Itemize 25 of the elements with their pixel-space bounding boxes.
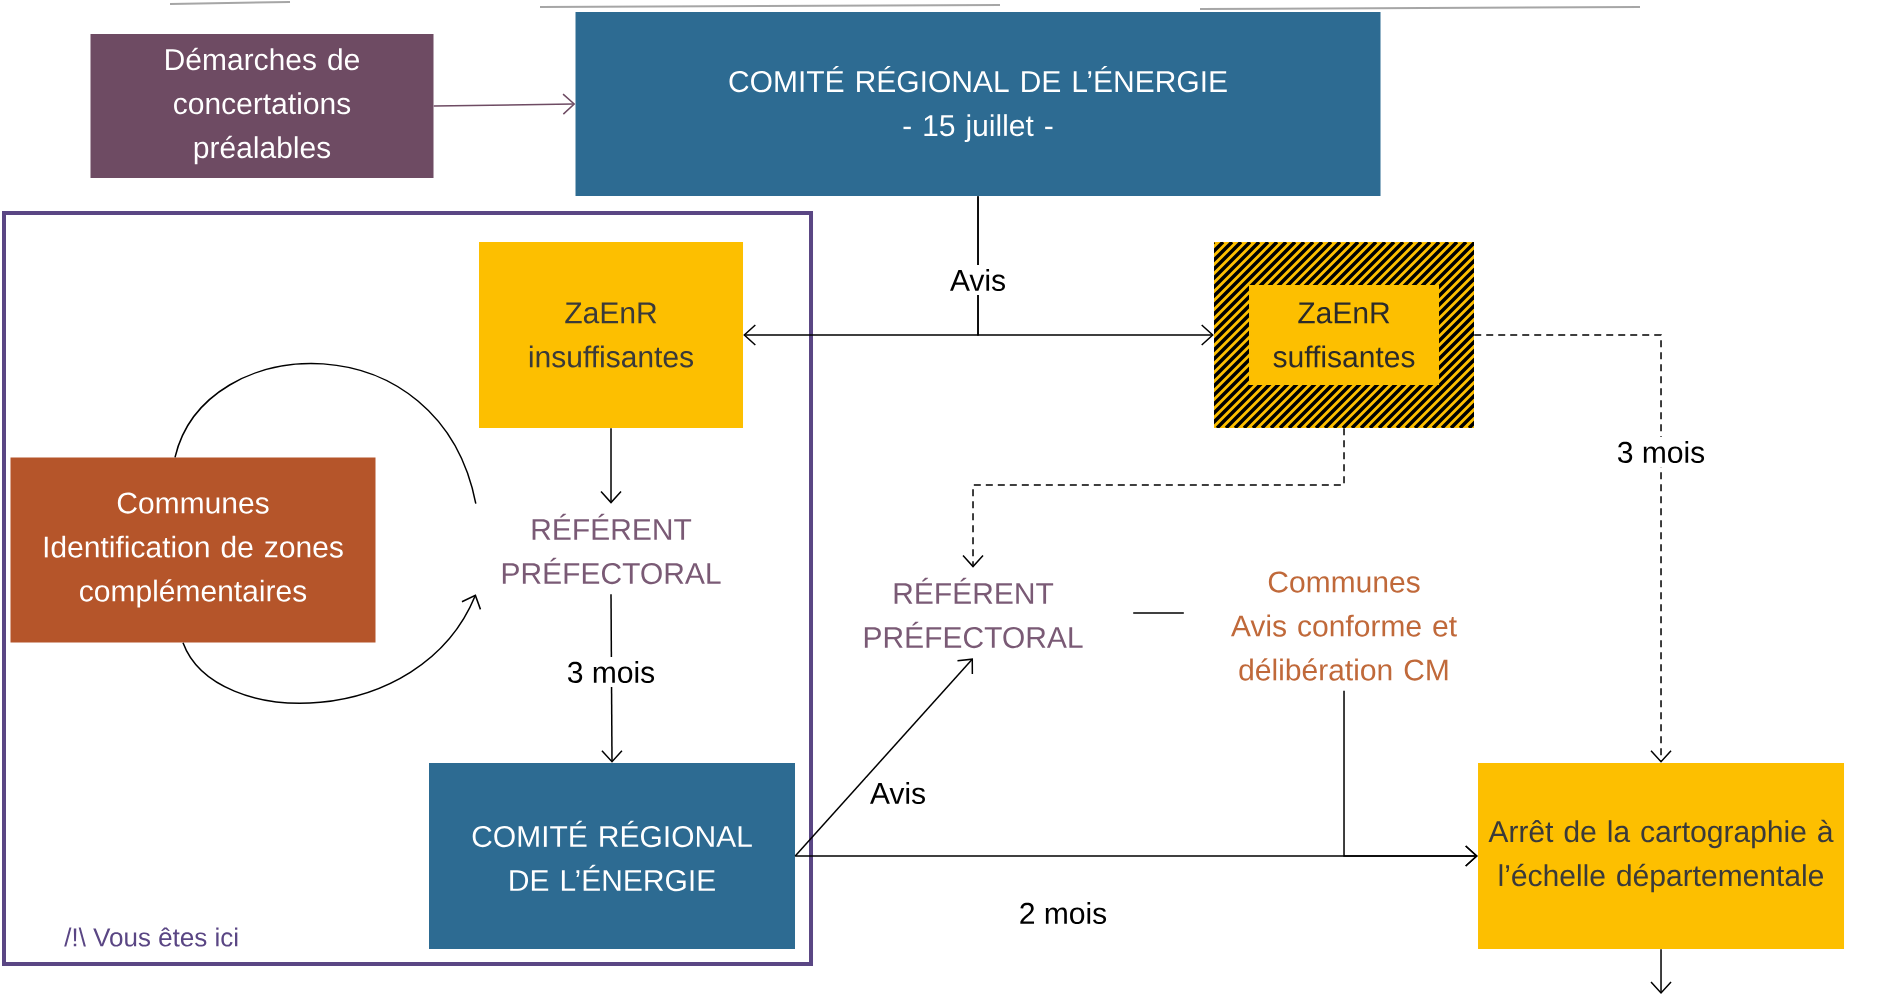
edge-label: 2 mois [1014, 898, 1112, 929]
process-box: Démarches de concertations préalables [90, 34, 434, 178]
edge-label: Avis [945, 265, 1011, 295]
process-box: Arrêt de la cartographie à l’échelle départementale [1478, 763, 1844, 949]
process-box: ZaEnR insuffisantes [479, 242, 743, 428]
note-text: /!\ Vous êtes ici [64, 927, 238, 947]
arrow [794, 658, 974, 857]
committee-box: COMITÉ RÉGIONAL DE L’ÉNERGIE - 15 juillet - [575, 12, 1381, 196]
hatched-box: ZaEnR suffisantes [1214, 242, 1474, 428]
edge-label: 3 mois [1612, 437, 1710, 467]
committee-box: COMITÉ RÉGIONAL DE L’ÉNERGIE [429, 763, 795, 949]
edge-label: 3 mois [562, 657, 660, 687]
edge-label: Avis [865, 778, 931, 809]
actor-label: RÉFÉRENT PRÉFECTORAL [502, 513, 721, 585]
arrow [1473, 334, 1672, 763]
arrow [977, 195, 1214, 346]
arrow [1343, 690, 1478, 867]
arrow [1650, 948, 1672, 994]
arrow [962, 427, 1345, 568]
process-box: Communes Identification de zones complémentaires [10, 457, 376, 643]
actor-label: Communes Avis conforme et délibération CM [1231, 571, 1457, 681]
actor-label: RÉFÉRENT PRÉFECTORAL [864, 577, 1083, 649]
arrow [432, 93, 576, 115]
arrow [600, 427, 622, 504]
arrow [182, 594, 482, 704]
